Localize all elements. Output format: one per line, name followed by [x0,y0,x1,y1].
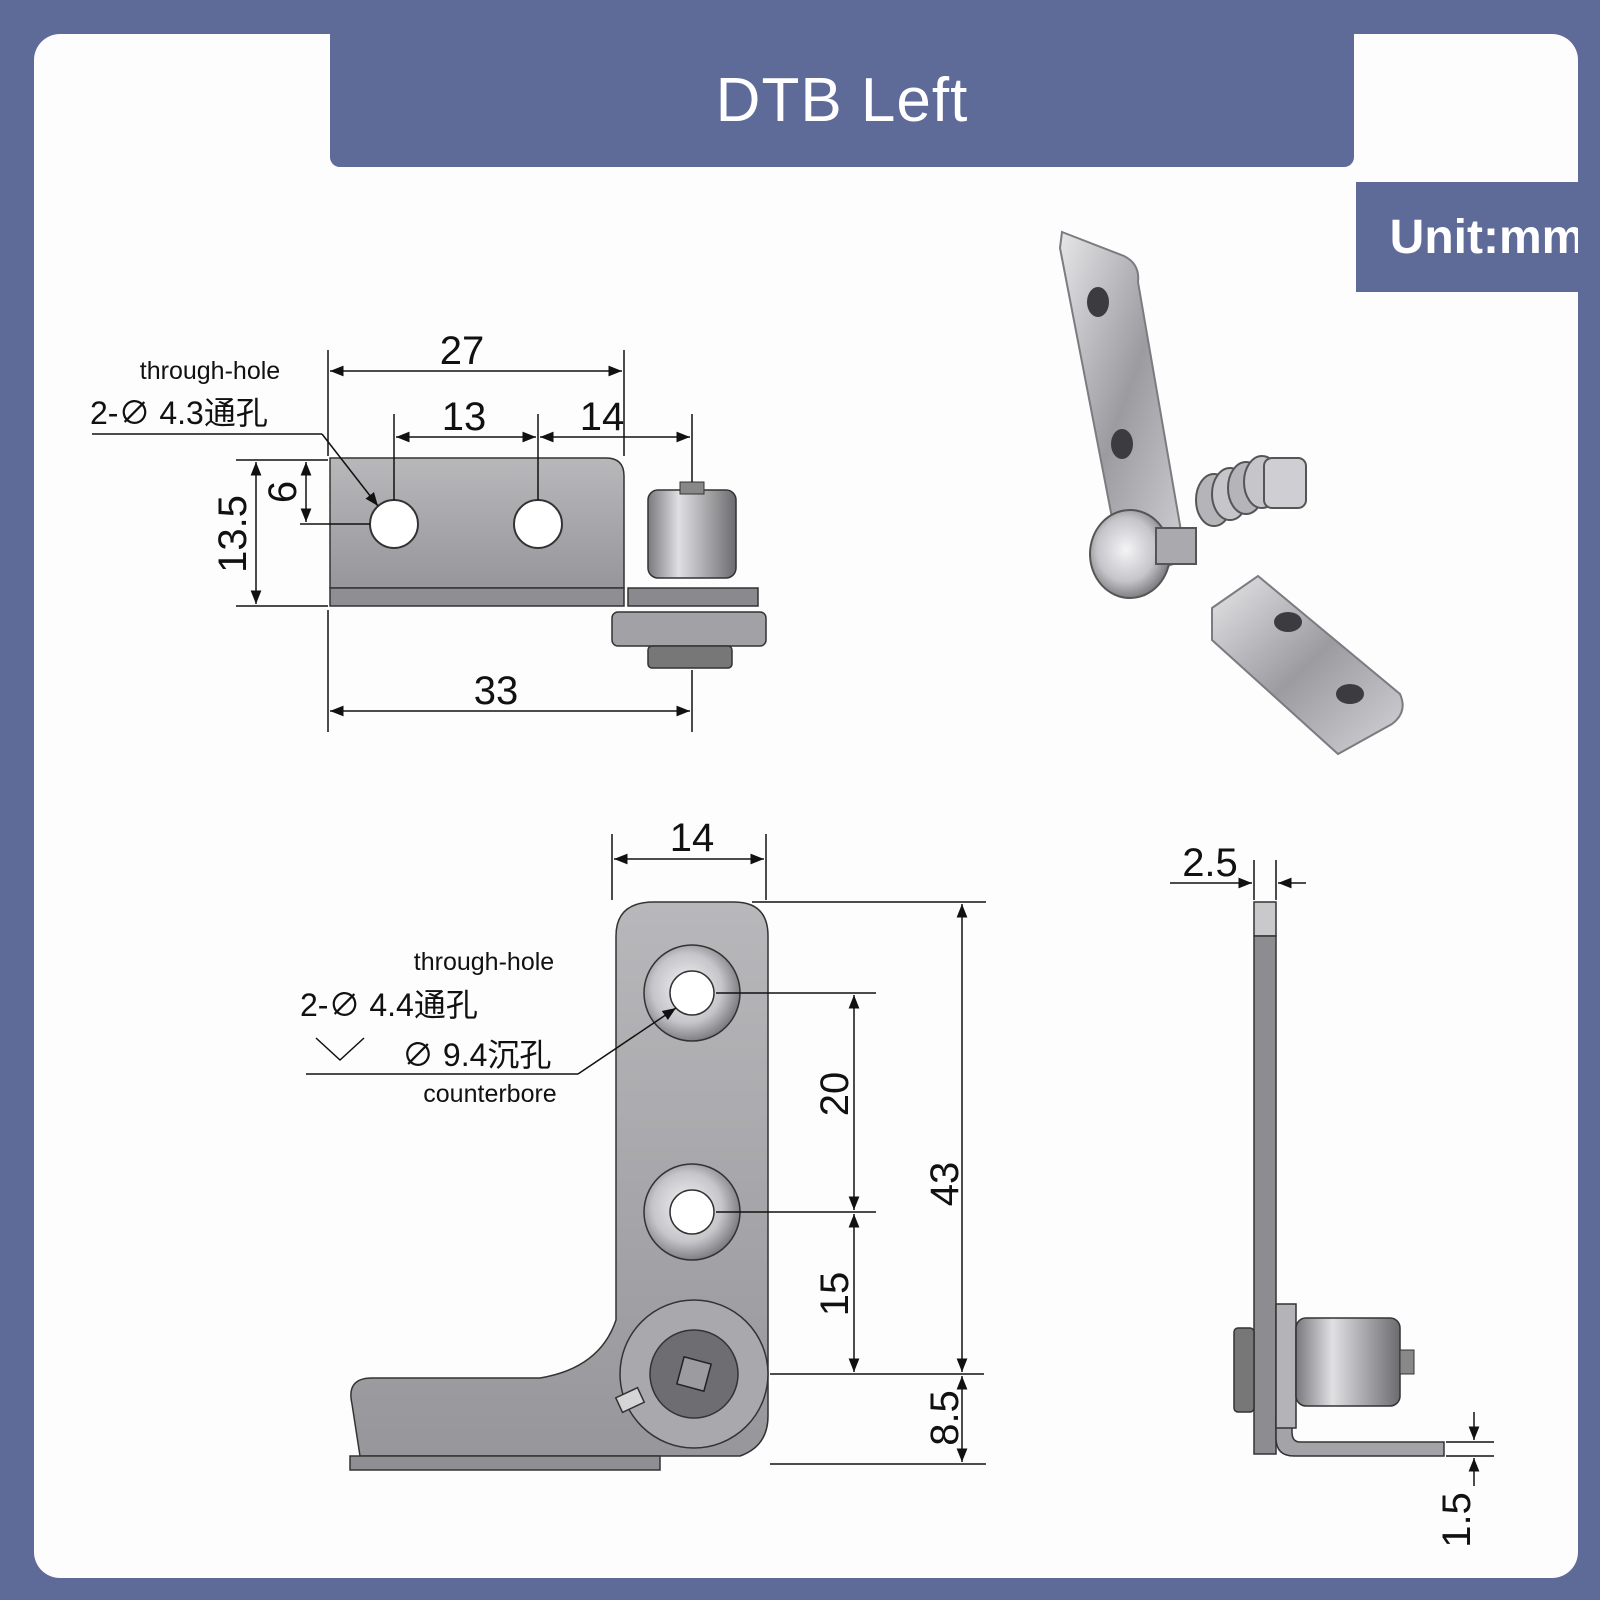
plan-pivot-socket [675,1355,713,1393]
plan-hole-1 [669,970,715,1016]
dim-14-front: 14 [580,395,625,439]
dim-27: 27 [440,329,485,373]
front-view: 27 13 14 13.5 6 33 through-hole 2-∅ 4.3 [90,329,767,732]
dim-8-5: 8.5 [923,1390,967,1446]
front-barrel-cap [679,481,705,495]
plan-hole-label-en: through-hole [414,948,554,976]
drawing-card: DTB Left Unit:mm [34,34,1578,1578]
plan-counterbore-cn: ∅ 9.4沉孔 [402,1037,551,1073]
side-left-washer [1233,1327,1255,1413]
dim-2-5: 2.5 [1182,841,1238,885]
side-barrel [1295,1317,1401,1407]
photo-nut [1263,457,1307,509]
photo-lower-leaf [1211,574,1404,756]
front-plate [329,457,625,589]
front-plate-edge [329,587,625,607]
dim-13: 13 [442,395,487,439]
dim-15: 15 [813,1272,857,1317]
title-banner: DTB Left [330,34,1354,167]
front-washer-1 [627,587,759,607]
dim-1-5: 1.5 [1435,1492,1479,1548]
side-flange [1275,1303,1297,1429]
counterbore-symbol [315,1037,365,1062]
front-hole-1 [369,499,419,549]
unit-label: Unit:mm [1389,210,1578,264]
side-leaf [1253,935,1277,1455]
front-washer-2 [611,611,767,647]
photo-hole-4 [1336,684,1364,704]
side-view: 2.5 1.5 [1170,841,1494,1548]
front-barrel [647,489,737,579]
plan-view: 14 20 15 43 8.5 through-hole 2-∅ 4.4通孔 ∅… [300,816,986,1471]
dim-33: 33 [474,669,519,713]
product-photo [1058,230,1404,756]
plan-hole-2 [669,1189,715,1235]
photo-hole-1 [1087,287,1109,317]
dim-13-5: 13.5 [211,495,255,573]
plan-base-edge [349,1455,661,1471]
front-pin [647,645,733,669]
dim-6: 6 [261,481,305,503]
page-title: DTB Left [715,66,969,135]
photo-hole-3 [1274,612,1302,632]
dim-20: 20 [813,1072,857,1117]
plan-counterbore-en: counterbore [423,1080,556,1108]
side-leaf-top [1253,901,1277,937]
front-hole-label-cn: 2-∅ 4.3通孔 [90,395,268,431]
front-hole-2 [513,499,563,549]
technical-drawing: 27 13 14 13.5 6 33 through-hole 2-∅ 4.3 [90,230,1494,1548]
side-pin [1399,1349,1415,1375]
plan-spring-tab [614,1386,646,1414]
photo-pivot-shaft [1155,527,1197,565]
dim-14-plan: 14 [670,816,715,860]
side-bend [1275,1415,1445,1457]
photo-hole-2 [1111,429,1133,459]
plan-hole-label-cn: 2-∅ 4.4通孔 [300,987,478,1023]
unit-badge: Unit:mm [1356,182,1578,292]
front-hole-label-en: through-hole [140,357,280,385]
dim-43: 43 [923,1162,967,1207]
